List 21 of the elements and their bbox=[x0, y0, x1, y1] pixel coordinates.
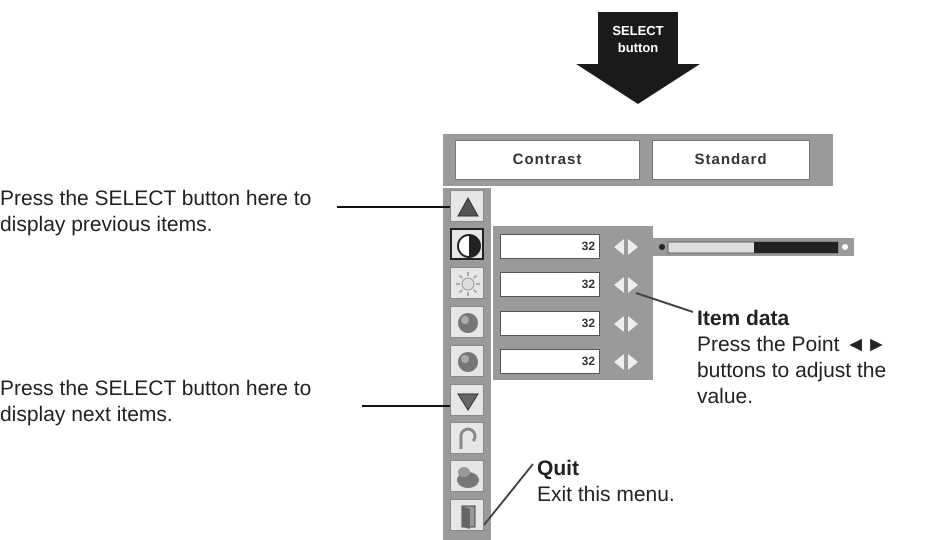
leader-line bbox=[337, 206, 450, 208]
callout-text: Exit this menu. bbox=[537, 482, 675, 508]
callout-text: Press the SELECT button here to display previous items. bbox=[0, 186, 335, 238]
value-field: 32 bbox=[500, 349, 600, 374]
callout-heading: Item data bbox=[697, 306, 790, 332]
leader-line bbox=[636, 292, 694, 313]
callout-text: Press the Point ◄► buttons to adjust the value. bbox=[697, 332, 888, 410]
menu-tab: Standard bbox=[652, 140, 810, 180]
leader-line bbox=[362, 405, 450, 407]
value-field: 32 bbox=[500, 234, 600, 259]
leader-line bbox=[483, 463, 534, 526]
arrow-label: SELECT button bbox=[611, 22, 665, 56]
menu-icon-tile bbox=[450, 384, 484, 416]
callout-heading: Quit bbox=[537, 456, 579, 482]
menu-tab: Contrast bbox=[455, 140, 640, 180]
menu-icon-tile bbox=[450, 499, 484, 531]
value-field: 32 bbox=[500, 272, 600, 297]
down-arrow-shape bbox=[576, 12, 700, 104]
menu-icon-tile bbox=[450, 190, 484, 222]
value-field: 32 bbox=[500, 311, 600, 336]
callout-text: Press the SELECT button here to display next items. bbox=[0, 376, 368, 428]
